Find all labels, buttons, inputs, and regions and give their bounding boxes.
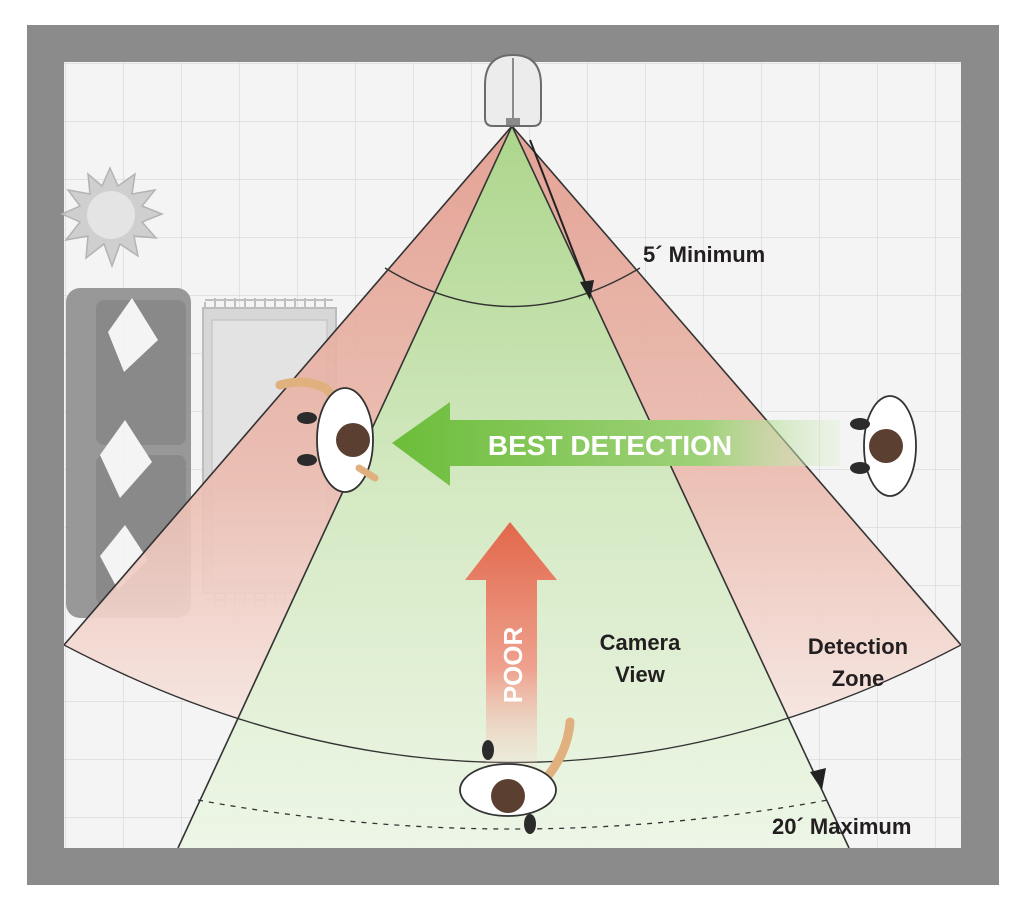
best-detection-arrow [392, 402, 840, 486]
detection-zone-label-line1: Detection [808, 634, 908, 659]
max-range-dashed-arc [197, 799, 829, 830]
poor-label: POOR [498, 627, 528, 704]
poor-arrow [465, 522, 557, 768]
camera-view-label-line2: View [615, 662, 666, 687]
camera-view-label-line1: Camera [600, 630, 681, 655]
person-top-view-icon [275, 377, 379, 493]
max-distance-label: 20´ Maximum [772, 814, 911, 839]
detection-zone-label-line2: Zone [832, 666, 885, 691]
motion-camera-icon [484, 53, 542, 127]
min-range-arrow [529, 139, 594, 300]
min-range-arc [384, 267, 641, 308]
person-top-view-icon [459, 717, 575, 834]
camera-view-area [178, 126, 849, 848]
min-distance-label: 5´ Minimum [643, 242, 765, 267]
person-top-view-icon [850, 395, 917, 497]
max-range-arrow [810, 768, 826, 790]
best-detection-label: BEST DETECTION [488, 430, 732, 461]
plant-icon [60, 166, 165, 269]
